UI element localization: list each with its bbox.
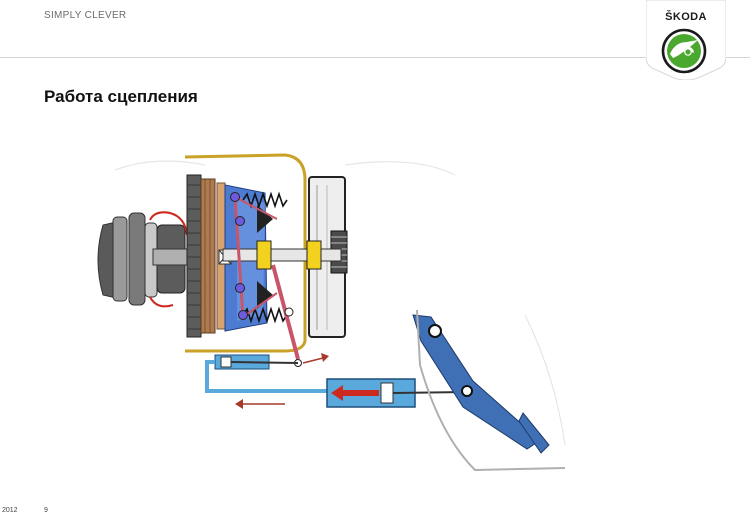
floor-outline: [416, 309, 566, 472]
page-title: Работа сцепления: [44, 87, 198, 106]
crankshaft-icon: [97, 211, 194, 308]
footer-page-number: 9: [44, 507, 48, 514]
master-cylinder-icon: [326, 378, 468, 408]
skoda-winged-arrow-icon[interactable]: [661, 28, 707, 74]
hydraulic-line: [205, 360, 327, 393]
footer-year: 2012: [2, 507, 18, 514]
flywheel-icon: [186, 174, 216, 338]
pedal-icon: [412, 314, 550, 454]
gearbox-outline: [114, 160, 456, 176]
slave-cylinder-icon: [214, 354, 299, 370]
input-shaft: [222, 248, 342, 262]
shaft-bearing: [306, 240, 322, 270]
header-slogan: SIMPLY CLEVER: [44, 10, 127, 21]
release-lever: [230, 192, 302, 367]
header-divider: [0, 57, 750, 58]
clutch-diagram: [97, 153, 566, 472]
brand-name: ŠKODA: [665, 11, 707, 23]
diaphragm-spring: [257, 205, 273, 309]
release-bearing: [256, 240, 272, 270]
